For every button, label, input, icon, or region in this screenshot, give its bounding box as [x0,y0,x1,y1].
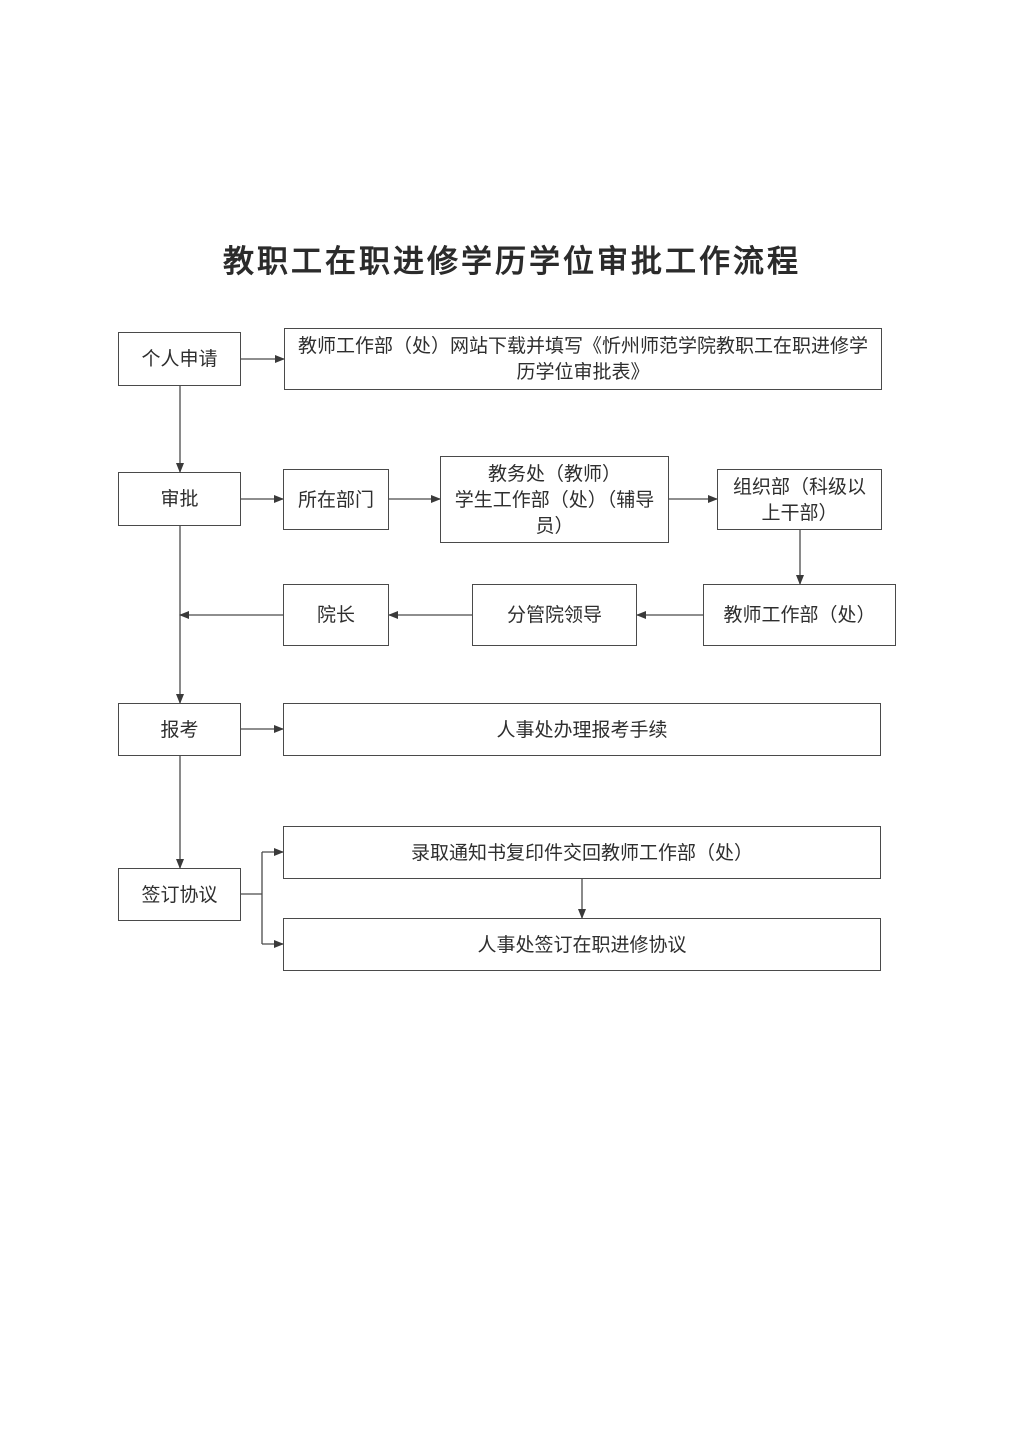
node-organization: 组织部（科级以上干部） [717,469,882,530]
step-apply: 个人申请 [118,332,241,386]
node-president: 院长 [283,584,389,646]
step-exam: 报考 [118,703,241,756]
node-hr-sign: 人事处签订在职进修协议 [283,918,881,971]
node-hr-exam: 人事处办理报考手续 [283,703,881,756]
page-title: 教职工在职进修学历学位审批工作流程 [223,244,801,280]
node-teacher-work-dept: 教师工作部（处） [703,584,896,646]
node-admission-notice: 录取通知书复印件交回教师工作部（处） [283,826,881,879]
node-academic-affairs: 教务处（教师） 学生工作部（处）（辅导员） [440,456,669,543]
node-download-form: 教师工作部（处）网站下载并填写《忻州师范学院教职工在职进修学历学位审批表》 [284,328,882,390]
step-approve: 审批 [118,472,241,526]
node-vice-leader: 分管院领导 [472,584,637,646]
step-sign: 签订协议 [118,868,241,921]
node-department: 所在部门 [283,469,389,530]
